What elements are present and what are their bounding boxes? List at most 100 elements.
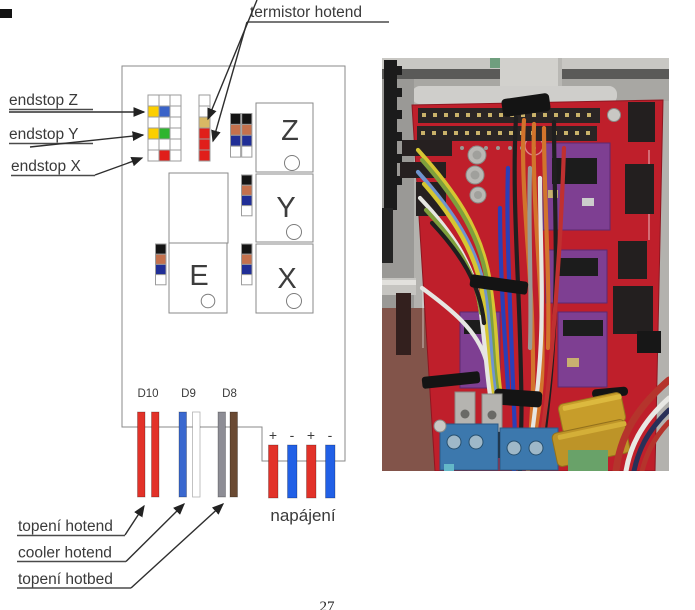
motor-box-y [255, 173, 314, 243]
motor-y-connector-wires [241, 174, 253, 217]
capacitors [465, 145, 487, 204]
pin-dot [488, 113, 492, 117]
power-input-bars [268, 444, 336, 499]
connector-cell-blue [158, 105, 171, 118]
power-sign-1: + [269, 427, 277, 443]
motor-x-circle [286, 293, 302, 309]
label-endstop-y: endstop Y [9, 126, 79, 143]
connector-cell-white [155, 274, 167, 286]
pin-dot [465, 131, 469, 135]
motor-box-e [168, 242, 228, 314]
pin-dot [521, 113, 525, 117]
label-topeni-hotend: topení hotend [18, 518, 113, 535]
connector-cell-sienna [241, 123, 253, 136]
zip-tie-4 [493, 388, 543, 408]
arrow-endstop-x [94, 156, 144, 176]
scan-corner-mark [0, 9, 12, 18]
connector-cell-white [147, 138, 160, 151]
belt-tooth [397, 110, 402, 119]
d9-label: D9 [181, 388, 196, 400]
d10-label: D10 [137, 388, 158, 400]
pin-dot [586, 131, 590, 135]
pin-dot [487, 131, 491, 135]
stepper-driver-3 [557, 311, 608, 388]
smd-part [637, 331, 661, 353]
label-endstop-x: endstop X [11, 158, 81, 175]
pin-dot [433, 113, 437, 117]
connector-cell-sienna [241, 184, 253, 196]
aux-header-2 [625, 164, 654, 214]
connector-cell-red [198, 127, 211, 140]
connector-cell-white [147, 94, 160, 107]
motor-e-connector-wires [155, 243, 167, 286]
silkscreen-line [422, 288, 424, 348]
pin-dot [532, 113, 536, 117]
pin-dot [422, 113, 426, 117]
connector-cell-sienna [155, 253, 167, 265]
smooth-rod-highlight [382, 280, 416, 285]
aux-box [168, 172, 229, 244]
arrow-topeni-hotend [124, 504, 145, 536]
pin-dot [508, 146, 512, 150]
motor-y-label: Y [276, 192, 295, 224]
pin-dot [587, 113, 591, 117]
power-sign-3: + [307, 427, 315, 443]
belt-tooth [397, 66, 402, 75]
pin-dot [466, 113, 470, 117]
d8-label: D8 [222, 388, 237, 400]
wire-bar-barRed [137, 411, 146, 498]
pin-dot [454, 131, 458, 135]
zip-tie-3 [421, 371, 481, 389]
pin-dot [484, 146, 488, 150]
connector-cell-sienna [241, 253, 253, 265]
connector-cell-white [158, 94, 171, 107]
pin-dot [564, 131, 568, 135]
connector-cell-sienna [230, 123, 242, 136]
motor-x-connector-wires [241, 243, 253, 286]
green-connector [568, 450, 608, 471]
label-endstop-z: endstop Z [9, 92, 78, 109]
connector-cell-black [241, 243, 253, 255]
terminal-blocks [439, 423, 559, 471]
belt-lower [382, 208, 393, 263]
connector-cell-white [241, 145, 253, 158]
power-sign-2: - [290, 427, 295, 443]
connector-cell-green [158, 127, 171, 140]
wire-bar-barRed [151, 411, 160, 498]
thermistor-connector-strip [198, 94, 211, 162]
pin-dot [476, 131, 480, 135]
pin-dot [421, 131, 425, 135]
connector-cell-white [241, 205, 253, 217]
wire-bar-barRed [306, 444, 317, 499]
pin-dot [575, 131, 579, 135]
endstop-connector-grid [147, 94, 182, 162]
left-edge-header [396, 293, 411, 355]
arrow-cooler-hotend [125, 503, 185, 562]
connector-cell-black [241, 113, 253, 125]
connector-cell-black [241, 174, 253, 186]
zip-tie-1 [501, 93, 551, 117]
belt-tooth [397, 176, 402, 185]
connector-cell-white [158, 138, 171, 151]
page-number: 27 [320, 599, 336, 610]
connector-cell-white [169, 94, 182, 107]
pin-dot [477, 113, 481, 117]
motor-z-label: Z [281, 115, 299, 147]
wire-bar-barBlue [178, 411, 187, 498]
pin-dot [498, 131, 502, 135]
zip-tie-2 [469, 274, 529, 295]
arrow-termistor-1 [207, 0, 258, 121]
pin-dot [565, 113, 569, 117]
screw-bottom [433, 419, 447, 433]
motor-z-circle [284, 155, 300, 171]
connector-cell-red [198, 149, 211, 162]
connector-cell-yellow [147, 127, 160, 140]
connector-cell-red [158, 149, 171, 162]
pin-dot [576, 113, 580, 117]
connector-cell-white [169, 127, 182, 140]
arrow-termistor-2 [211, 21, 248, 143]
connector-cell-navy [155, 263, 167, 276]
pin-dot [509, 131, 513, 135]
pin-dot [543, 113, 547, 117]
d10-heater-bars [137, 411, 160, 498]
